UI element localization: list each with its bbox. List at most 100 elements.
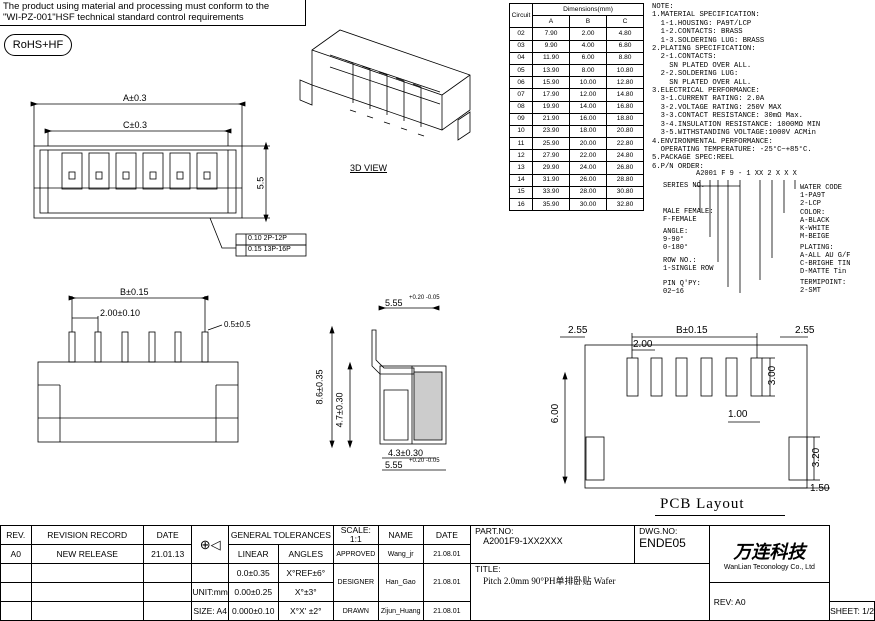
company-logo-text: 万连科技 bbox=[733, 541, 806, 562]
company-name: WanLian Teconology Co., Ltd bbox=[723, 563, 815, 571]
tb-title-label: TITLE: bbox=[475, 564, 501, 575]
dimension-cell: 8.80 bbox=[606, 51, 644, 65]
tb-sheet: SHEET: 1/2 bbox=[829, 601, 875, 621]
tb-designer-date: 21.08.01 bbox=[422, 563, 472, 602]
tb-approved-label: APPROVED bbox=[332, 544, 379, 564]
note-line: 3-2.VOLTAGE RATING: 250V MAX bbox=[652, 103, 782, 112]
tb-tol-angle-1: X°REF±6° bbox=[277, 563, 334, 583]
tb-date2-header: DATE bbox=[422, 525, 472, 545]
side-dim-w2: 5.55 bbox=[385, 460, 403, 470]
side-dim-w1: 4.3±0.30 bbox=[388, 448, 423, 458]
dimension-cell: 12.00 bbox=[569, 88, 607, 102]
note-line: 5.PACKAGE SPEC:REEL bbox=[652, 154, 734, 163]
dim-pin-label: 0.5±0.5 bbox=[224, 320, 251, 329]
3d-view-label: 3D VIEW bbox=[350, 163, 388, 173]
tb-rev-footer: REV: A0 bbox=[708, 582, 831, 621]
tb-scale-value: 1:1 bbox=[349, 534, 362, 544]
dimension-cell: 24.00 bbox=[569, 161, 607, 175]
tb-tol-linear-3: 0.000±0.10 bbox=[227, 601, 279, 621]
tb-size: SIZE: A4 bbox=[191, 601, 229, 621]
3d-view-drawing bbox=[299, 29, 471, 141]
dimension-cell: 28.80 bbox=[606, 173, 644, 187]
title-block: REV. REVISION RECORD DATE ⊕◁ GENERAL TOL… bbox=[0, 525, 875, 621]
dimension-cell: 12.80 bbox=[606, 76, 644, 90]
dimension-cell: 30.00 bbox=[569, 197, 607, 212]
rohs-badge: RoHS+HF bbox=[4, 34, 72, 56]
dimension-cell: 10.80 bbox=[606, 63, 644, 78]
dimension-cell: 16.00 bbox=[569, 112, 607, 126]
dimension-cell: 10 bbox=[509, 124, 533, 139]
tb-unit: UNIT:mm bbox=[191, 582, 229, 602]
dimension-cell: 15 bbox=[509, 185, 533, 200]
tb-angles-header: ANGLES bbox=[277, 544, 334, 564]
order-male-female: MALE FEMALE: F-FEMALE bbox=[663, 208, 714, 224]
dimension-cell: 29.90 bbox=[532, 161, 570, 175]
note-line: SN PLATED OVER ALL. bbox=[652, 78, 752, 87]
tb-drawn-name: Zijun_Huang bbox=[377, 601, 424, 621]
order-code-leaders bbox=[696, 180, 796, 293]
tb-name-header: NAME bbox=[377, 525, 424, 545]
note-line: 2-1.CONTACTS: bbox=[652, 53, 717, 62]
tb-date-header: DATE bbox=[142, 525, 193, 545]
note-line: SN PLATED OVER ALL. bbox=[652, 61, 752, 70]
dimension-cell: 06 bbox=[509, 76, 533, 90]
note-line: 2.PLATING SPECIFICATION: bbox=[652, 45, 756, 54]
order-row: ROW NO.: 1-SINGLE ROW bbox=[663, 257, 714, 273]
dimension-cell: 22.00 bbox=[569, 149, 607, 163]
dimension-cell: 18.00 bbox=[569, 124, 607, 139]
dimension-cell: 9.90 bbox=[532, 39, 570, 53]
order-termipoint: TERMIPOINT: 2-SMT bbox=[800, 279, 847, 295]
order-plating: PLATING: A-ALL AU G/F C-BRIGHE TIN D-MAT… bbox=[800, 244, 851, 276]
pcb-dim-pitch: 2.00 bbox=[633, 339, 653, 350]
tb-general-tolerances: GENERAL TOLERANCES bbox=[227, 525, 334, 545]
side-dim-top-tol: +0.20 -0.05 bbox=[409, 295, 440, 301]
dimension-cell: 32.80 bbox=[606, 197, 644, 212]
tb-revision-record-header: REVISION RECORD bbox=[30, 525, 144, 545]
side-dim-h2: 4.7±0.30 bbox=[334, 392, 345, 428]
note-line: 3-4.INSULATION RESISTANCE: 1000MΩ MIN bbox=[652, 120, 821, 129]
note-line: 1-3.SOLDERING LUG: BRASS bbox=[652, 36, 765, 45]
tb-dwg-no: DWG.NO:ENDE05 bbox=[634, 525, 710, 564]
dimension-cell: 16.80 bbox=[606, 100, 644, 114]
tb-linear-header: LINEAR bbox=[227, 544, 279, 564]
side-dim-top: 5.55 bbox=[385, 298, 403, 308]
dimension-cell: 7.90 bbox=[532, 27, 570, 41]
tb-drawn-label: DRAWN bbox=[332, 601, 379, 621]
note-line: 6.P/N ORDER: bbox=[652, 162, 704, 171]
tb-part-no: PART.NO:A2001F9-1XX2XXX bbox=[470, 525, 636, 564]
tb-rev-header: REV. bbox=[0, 525, 32, 545]
dim-pitch-label: 2.00±0.10 bbox=[100, 308, 140, 318]
dimension-cell: 21.90 bbox=[532, 112, 570, 126]
dimension-cell: 23.90 bbox=[532, 124, 570, 139]
dimension-cell: 28.00 bbox=[569, 185, 607, 200]
tb-tol-linear-1: 0.0±0.35 bbox=[227, 563, 279, 583]
tb-title: TITLE:Pitch 2.0mm 90°PH单排卧贴 Wafer bbox=[470, 563, 710, 621]
dimension-cell: 31.90 bbox=[532, 173, 570, 187]
dimension-cell: 6.80 bbox=[606, 39, 644, 53]
note-line: 3.ELECTRICAL PERFORMANCE: bbox=[652, 87, 760, 96]
tb-scale-label: SCALE: bbox=[340, 525, 371, 535]
flatness-note-2: 0.15 13P-16P bbox=[248, 246, 291, 253]
front-view-drawing bbox=[37, 295, 239, 443]
dimension-cell: 26.00 bbox=[569, 173, 607, 187]
dimension-cell: 17.90 bbox=[532, 88, 570, 102]
dimension-cell: 26.80 bbox=[606, 161, 644, 175]
pcb-dim-150: 1.50 bbox=[810, 483, 830, 494]
notice-line2: "WI-PZ-001"HSF technical standard contro… bbox=[3, 12, 244, 23]
dimension-cell: 20.00 bbox=[569, 137, 607, 151]
side-view-drawing bbox=[329, 305, 447, 471]
dimension-cell: 8.00 bbox=[569, 63, 607, 78]
dim-c-label: C±0.3 bbox=[123, 120, 147, 130]
tb-rev-value: A0 bbox=[0, 544, 32, 564]
tb-part-no-label: PART.NO: bbox=[475, 526, 514, 537]
